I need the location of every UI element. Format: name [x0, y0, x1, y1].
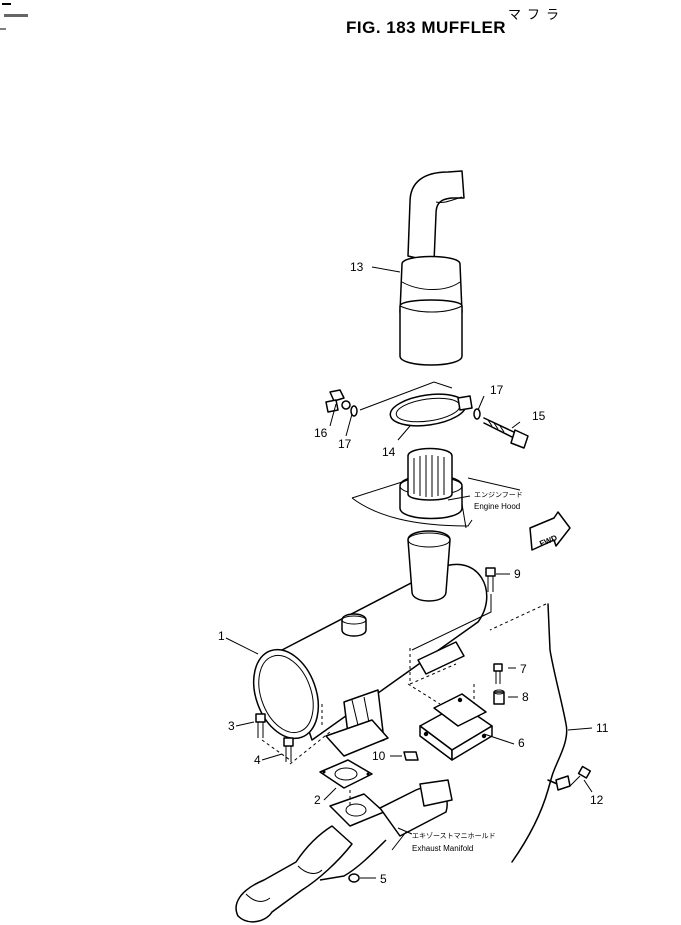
callout-17-right: 17 [490, 383, 504, 397]
callout-14: 14 [382, 445, 396, 459]
mount-bolt-part [411, 567, 496, 651]
callout-13: 13 [350, 260, 364, 274]
lock-washer-part [350, 405, 481, 420]
callout-15: 15 [532, 409, 546, 423]
callout-1: 1 [218, 629, 225, 643]
figure-title: FIG. 183 MUFFLER [346, 18, 507, 37]
callout-17-left: 17 [338, 437, 352, 451]
callout-12: 12 [590, 793, 604, 807]
gasket-part [319, 759, 373, 789]
mounting-bracket-part [407, 683, 493, 761]
exhaust-manifold-outline [235, 779, 453, 923]
annotations: エンジンフード Engine Hood エキゾーストマニホールド Exhaust… [412, 491, 523, 853]
callout-10: 10 [372, 749, 386, 763]
callout-4: 4 [254, 753, 261, 767]
tail-pipe-part [399, 170, 465, 366]
engine-hood-label: Engine Hood [474, 502, 520, 511]
callout-11: 11 [596, 721, 609, 735]
callout-8: 8 [522, 690, 529, 704]
nut-part [325, 389, 351, 413]
scan-noise [0, 3, 28, 30]
engine-hood-jp-label: エンジンフード [474, 491, 523, 499]
leader-lines [225, 266, 593, 879]
figure-title-kana: マフラ [508, 8, 566, 23]
callout-6: 6 [518, 736, 525, 750]
flange-bolt-part [255, 713, 331, 765]
callout-9: 9 [514, 567, 521, 581]
support-rod-part [489, 603, 571, 863]
spacer-part [493, 689, 505, 705]
engine-hood-outline [351, 447, 521, 529]
bracket-bolt-part [493, 663, 503, 684]
callout-labels: 1 2 3 4 5 6 7 8 9 10 11 12 13 14 15 16 1… [218, 260, 609, 886]
nut-part-10 [403, 751, 419, 761]
callout-2: 2 [314, 793, 321, 807]
pipe-clamp-part [359, 381, 473, 427]
exhaust-manifold-jp-label: エキゾーストマニホールド [412, 832, 496, 840]
callout-3: 3 [228, 719, 235, 733]
exhaust-manifold-label: Exhaust Manifold [412, 844, 473, 853]
rod-bolt-part [569, 765, 592, 787]
muffler-body-part [252, 530, 488, 757]
clamp-bolt-part [483, 417, 529, 449]
callout-7: 7 [520, 662, 527, 676]
callout-16: 16 [314, 426, 328, 440]
callout-5: 5 [380, 872, 387, 886]
forward-direction-arrow: FWD [529, 511, 571, 551]
